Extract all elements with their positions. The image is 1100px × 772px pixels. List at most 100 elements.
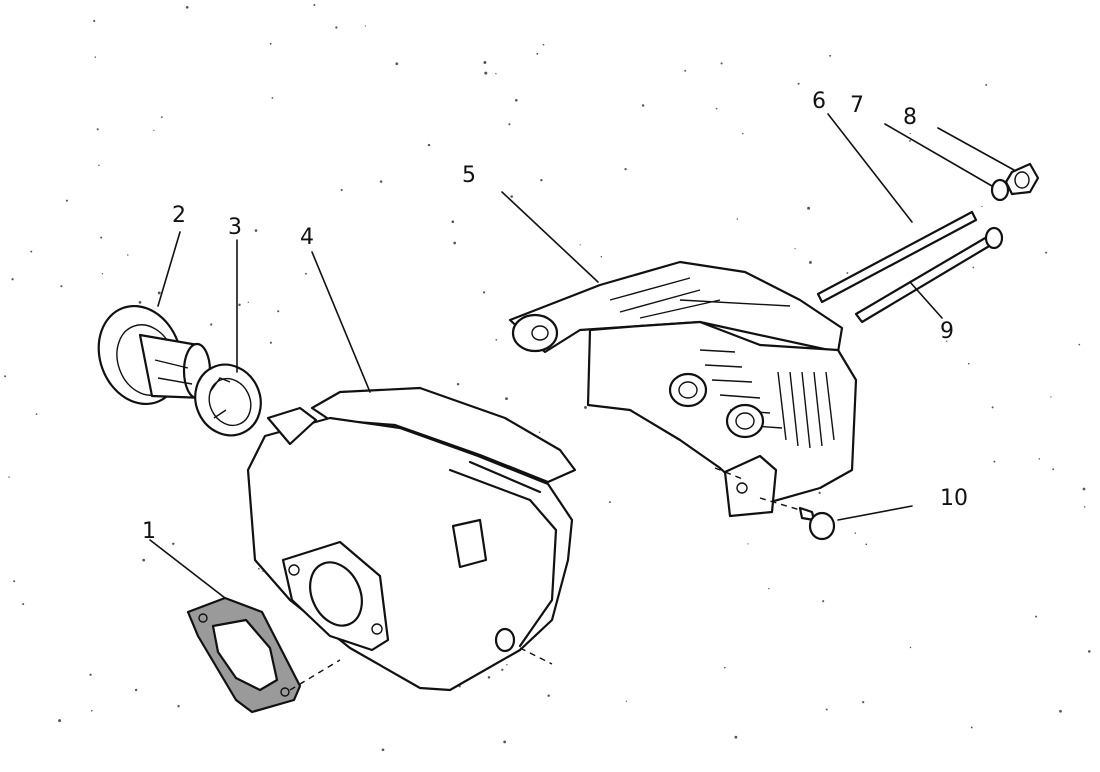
scan-speck (313, 3, 316, 7)
scan-speck (1045, 251, 1048, 254)
scan-speck (542, 43, 545, 46)
scan-speck (501, 668, 504, 671)
scan-speck (185, 5, 189, 9)
long-stud-6 (816, 210, 978, 304)
scan-speck (98, 164, 100, 167)
scan-speck (865, 543, 868, 546)
scan-speck (1052, 468, 1055, 471)
scan-speck (829, 54, 832, 57)
muffler-body (246, 386, 577, 692)
scan-speck (538, 431, 541, 433)
scan-speck (600, 256, 603, 258)
scan-speck (1083, 506, 1086, 508)
scan-speck (540, 179, 543, 182)
scan-speck (30, 250, 33, 253)
scan-speck (484, 71, 488, 75)
scan-speck (35, 413, 38, 415)
scan-speck (381, 748, 385, 752)
scan-speck (238, 303, 241, 307)
scan-speck (1035, 615, 1038, 618)
scan-speck (972, 266, 975, 269)
callout-4: 4 (300, 225, 314, 250)
scan-speck (157, 291, 161, 295)
scan-speck (395, 62, 399, 66)
scan-speck (536, 52, 539, 55)
scan-speck (138, 301, 142, 304)
scan-speck (142, 558, 146, 562)
scan-speck (1078, 343, 1081, 346)
scan-speck (101, 273, 104, 275)
scan-speck (584, 405, 587, 409)
scan-speck (58, 719, 62, 723)
scan-speck (715, 107, 718, 110)
scan-speck (991, 406, 994, 409)
tailpipe-deflector (97, 304, 212, 406)
scan-speck (65, 199, 68, 202)
scan-speck (909, 646, 912, 649)
scan-speck (271, 97, 274, 99)
scan-speck (985, 83, 988, 86)
scan-speck (453, 241, 457, 245)
scan-noise (4, 3, 1091, 752)
scan-speck (177, 705, 180, 708)
heat-shield (508, 260, 858, 518)
scan-speck (335, 26, 338, 29)
scan-speck (807, 206, 811, 210)
scan-speck (1050, 396, 1052, 398)
scan-speck (1059, 709, 1062, 713)
scan-speck (13, 580, 16, 583)
clamp-ring (194, 363, 262, 437)
scan-speck (641, 104, 645, 107)
scan-speck (60, 285, 63, 288)
scan-speck (723, 666, 726, 669)
scan-speck (993, 460, 996, 463)
scan-speck (1082, 487, 1086, 491)
scan-speck (742, 132, 744, 135)
scan-speck (822, 600, 825, 603)
scan-speck (11, 278, 14, 281)
scan-speck (153, 129, 155, 131)
scan-speck (456, 382, 460, 386)
scan-speck (89, 673, 92, 676)
scan-speck (1088, 650, 1091, 653)
callout-1: 1 (142, 519, 156, 544)
scan-speck (909, 139, 911, 142)
scan-speck (254, 229, 258, 232)
callout-10: 10 (940, 486, 968, 511)
scan-speck (247, 301, 249, 303)
gasket (186, 596, 302, 714)
scan-speck (720, 62, 723, 65)
scan-speck (427, 143, 431, 147)
scan-speck (379, 180, 383, 183)
scan-speck (495, 73, 497, 75)
scan-speck (684, 69, 687, 72)
callout-5: 5 (462, 163, 476, 188)
scan-speck (127, 254, 129, 256)
washer (990, 178, 1010, 202)
scan-speck (451, 220, 455, 223)
scan-speck (946, 340, 948, 342)
scan-speck (854, 532, 857, 534)
scan-speck (508, 123, 511, 126)
scan-speck (1038, 458, 1041, 460)
callout-labels: 1 2 3 4 5 6 7 8 9 10 (142, 89, 968, 544)
scan-speck (96, 128, 99, 131)
scan-speck (22, 603, 25, 606)
scan-speck (483, 61, 487, 64)
scan-speck (734, 735, 738, 739)
long-stud-9 (854, 226, 1004, 324)
scan-speck (768, 587, 770, 590)
scan-speck (981, 205, 983, 208)
scan-speck (862, 701, 865, 704)
scan-speck (90, 709, 93, 712)
scan-speck (624, 167, 627, 171)
scan-speck (967, 362, 970, 365)
scan-speck (909, 132, 911, 135)
callout-7: 7 (850, 93, 864, 118)
scan-speck (825, 708, 828, 711)
scan-speck (514, 98, 518, 102)
scan-speck (172, 542, 175, 546)
callout-3: 3 (228, 215, 242, 240)
scan-speck (487, 676, 491, 679)
scan-speck (547, 694, 550, 697)
